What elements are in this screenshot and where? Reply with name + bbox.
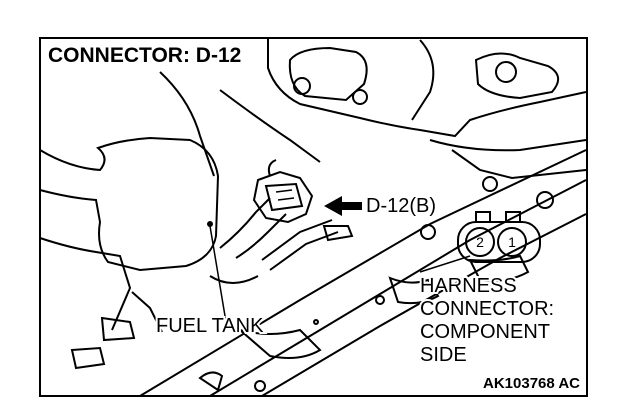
harness-label-line-4: SIDE — [420, 344, 467, 366]
diagram-title: CONNECTOR: D-12 — [48, 44, 241, 67]
fuel-tank-label: FUEL TANK — [156, 315, 264, 337]
pin-1-label: 1 — [508, 234, 516, 250]
harness-leader-line — [419, 255, 471, 273]
harness-connector-face — [457, 211, 541, 263]
harness-label-line-2: CONNECTOR: — [420, 298, 554, 320]
vehicle-underbody-drawing — [39, 38, 587, 397]
d12-connector-drawing — [252, 159, 314, 224]
connector-d12b-label: D-12(B) — [366, 195, 436, 217]
fuel-tank-leader-line — [209, 225, 233, 329]
figure-code: AK103768 AC — [483, 375, 580, 392]
harness-label-line-1: HARNESS — [420, 275, 517, 297]
pin-2-label: 2 — [476, 234, 484, 250]
harness-label-line-3: COMPONENT — [420, 321, 550, 343]
connector-pointer-arrow — [324, 196, 362, 216]
fuel-tank-leader-dot — [207, 221, 213, 227]
